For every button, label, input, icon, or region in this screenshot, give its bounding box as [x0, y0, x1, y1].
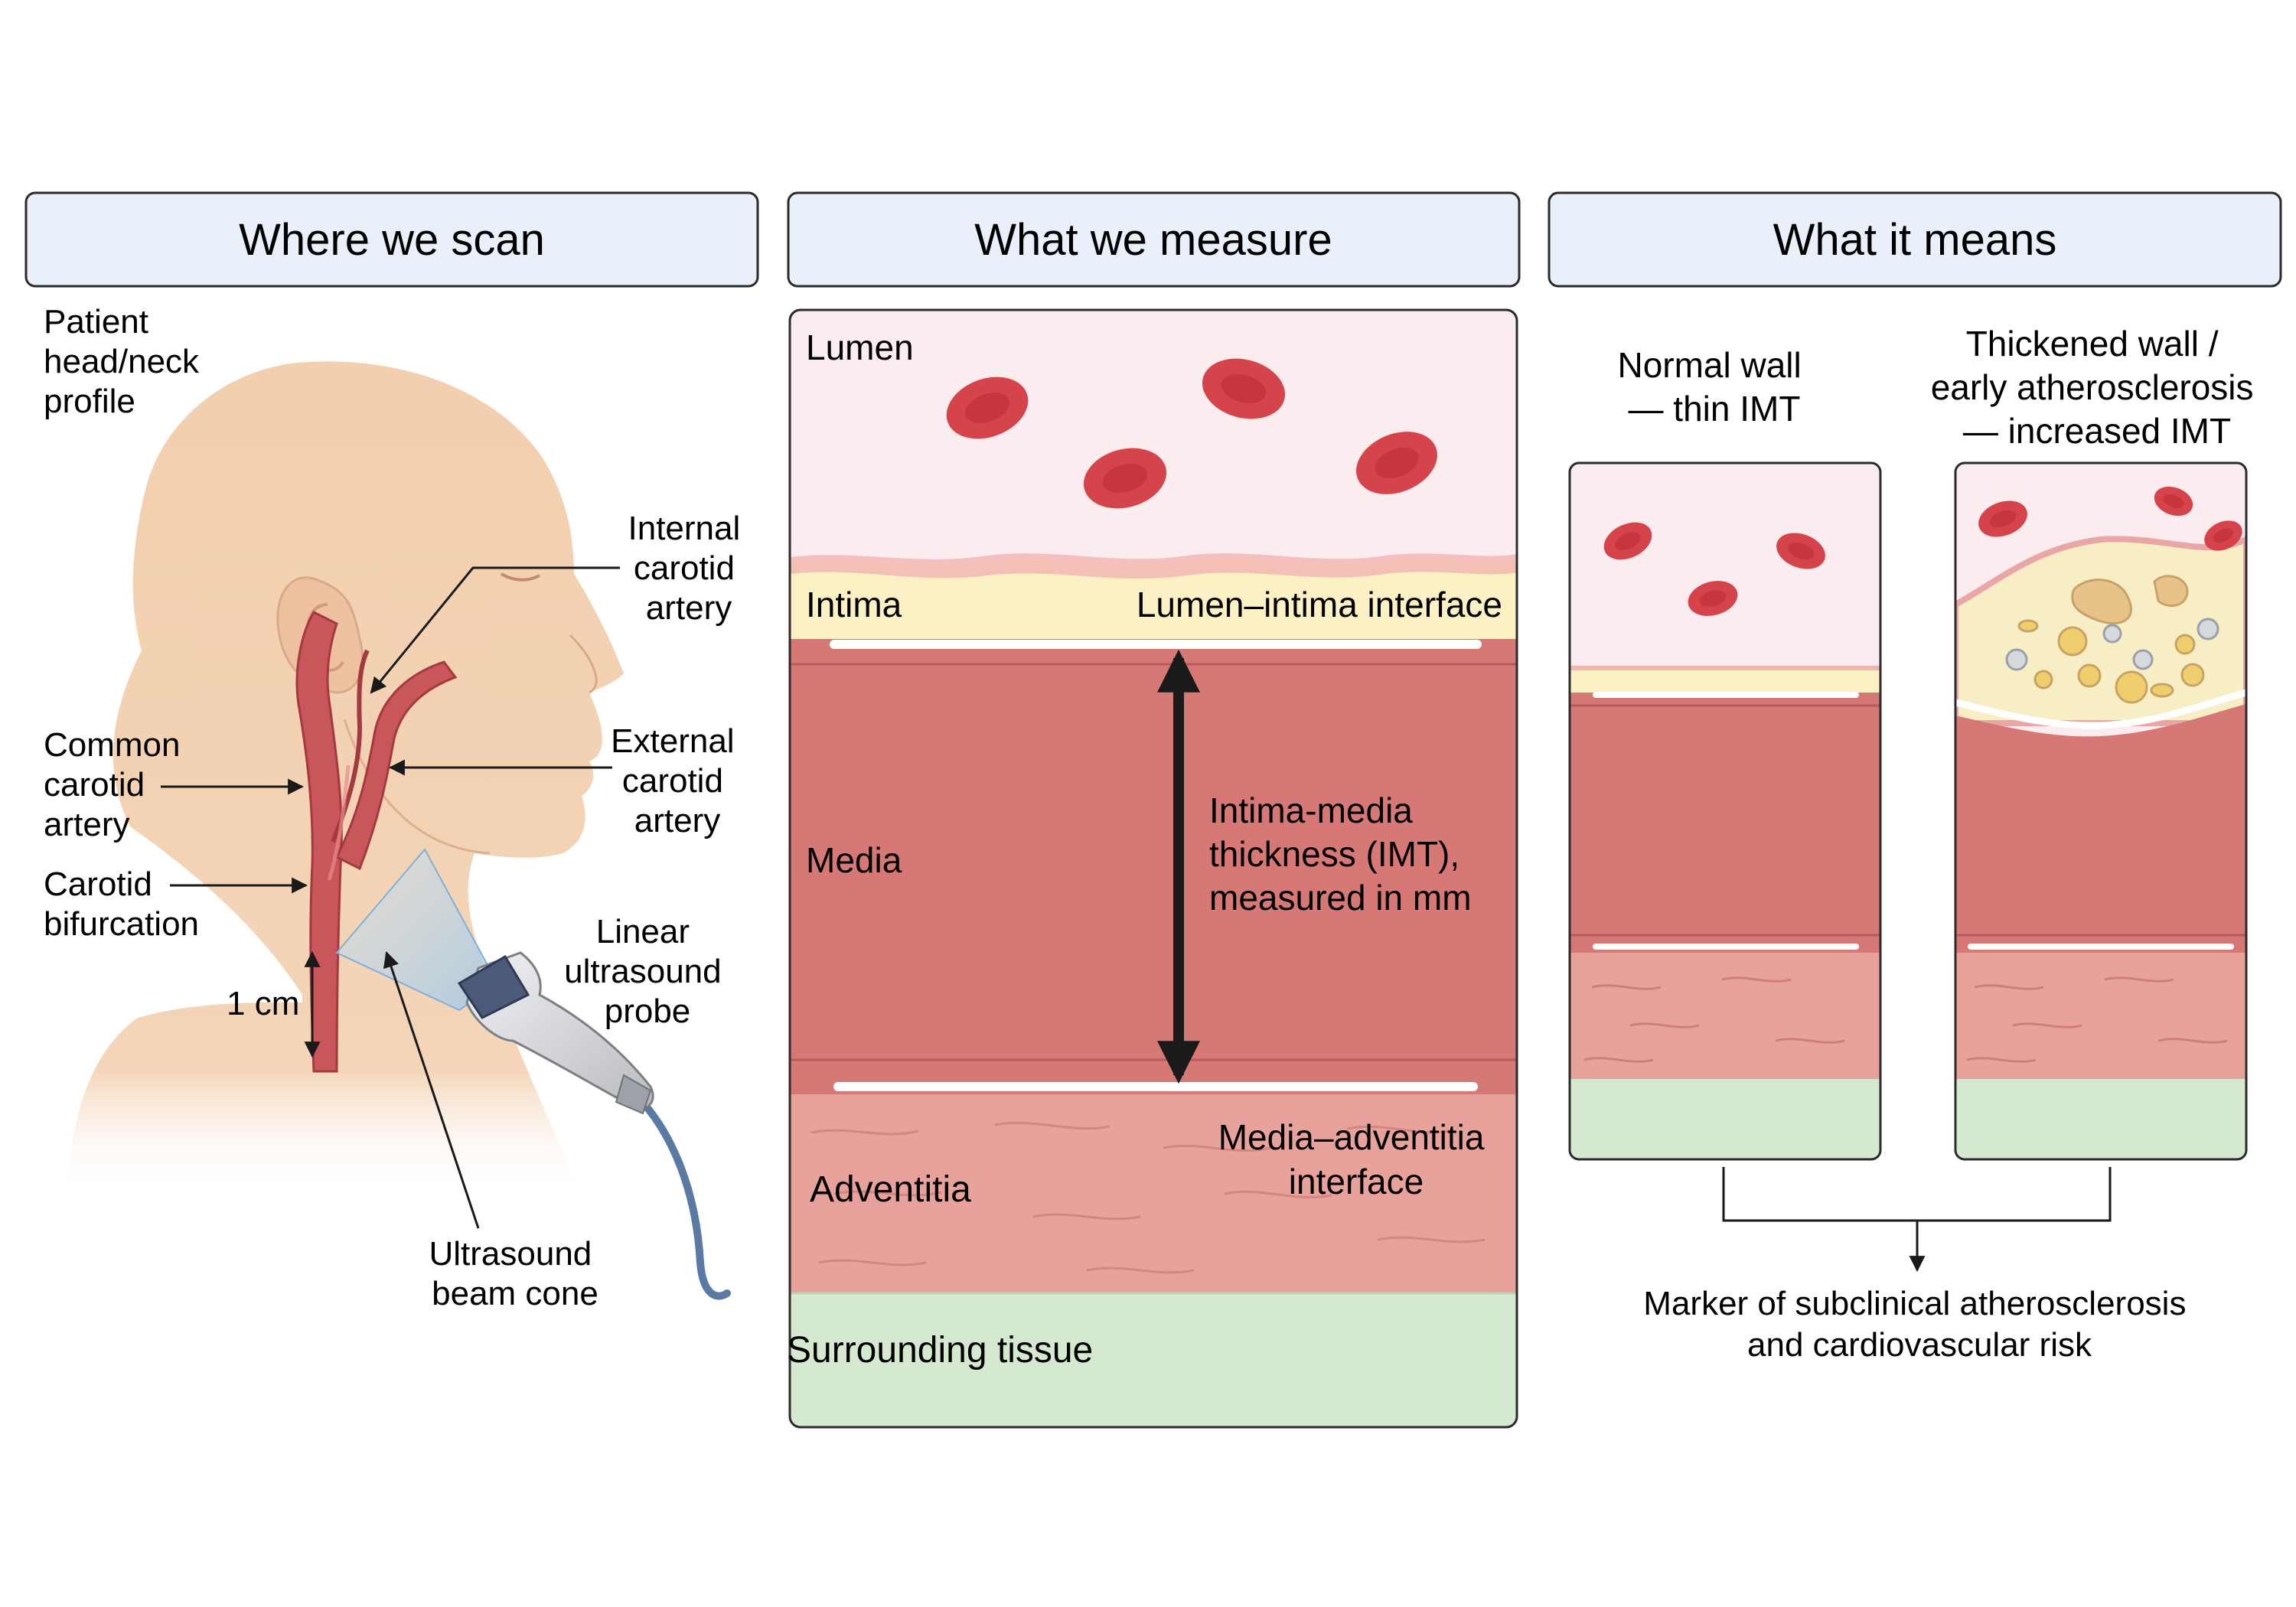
- layer-surrounding-tissue: [790, 1293, 1517, 1427]
- label-patient-line1: Patient: [44, 303, 148, 341]
- label-internal-carotid: Internal carotid artery: [628, 510, 750, 627]
- label-imt-line2: thickness (IMT),: [1209, 834, 1459, 874]
- label-patient-line3: profile: [44, 383, 135, 420]
- label-linear-probe: Linear ultrasound probe: [564, 913, 731, 1030]
- label-probe-line2: ultrasound: [564, 953, 721, 990]
- label-probe-line1: Linear: [596, 913, 690, 950]
- label-patient-line2: head/neck: [44, 343, 200, 380]
- label-lumen-intima-interface: Lumen–intima interface: [1137, 585, 1502, 624]
- panel-title-scan: Where we scan: [239, 215, 545, 265]
- plaque-inclusions: [2005, 575, 2219, 704]
- label-imt: Intima-media thickness (IMT), measured i…: [1209, 790, 1472, 918]
- red-blood-cells: [946, 358, 1437, 509]
- carotid-arteries: [295, 611, 458, 1073]
- panel-header-scan: Where we scan: [24, 191, 759, 288]
- label-probe-line3: probe: [605, 993, 691, 1030]
- measure-panel: Lumen Intima Lumen–intima interface Medi…: [787, 308, 1518, 1429]
- label-intima: Intima: [806, 585, 902, 624]
- linear-ultrasound-probe: [457, 951, 654, 1115]
- panel-title-means: What it means: [1773, 215, 2057, 265]
- thickened-wall-cross-section: [1954, 461, 2248, 1161]
- label-beam-line1: Ultrasound: [429, 1235, 592, 1273]
- panel-title-measure: What we measure: [974, 215, 1332, 265]
- external-carotid-artery: [334, 660, 458, 871]
- label-cca-line3: artery: [44, 806, 129, 843]
- label-thickened-wall: Thickened wall / early atherosclerosis —…: [1931, 324, 2264, 451]
- closed-eye: [500, 572, 540, 582]
- label-ica-line2: carotid: [634, 549, 735, 587]
- label-surrounding-tissue: Surrounding tissue: [787, 1330, 1093, 1371]
- label-common-carotid: Common carotid artery: [44, 726, 190, 843]
- normal-wall-cross-section: [1568, 461, 1882, 1161]
- label-thick-line1: Thickened wall /: [1966, 324, 2219, 363]
- scan-panel: Patient head/neck profile Internal carot…: [44, 303, 750, 1312]
- label-thick-line2: early atherosclerosis: [1931, 367, 2254, 407]
- label-normal-line2: — thin IMT: [1629, 389, 1801, 429]
- label-eca-line2: carotid: [622, 762, 723, 800]
- label-imt-line3: measured in mm: [1209, 878, 1472, 918]
- label-lumen: Lumen: [806, 328, 914, 367]
- scan-leader-lines: [161, 566, 620, 1229]
- label-beam-line2: beam cone: [432, 1275, 598, 1312]
- label-media-adventitia-interface: Media–adventitia interface: [1218, 1117, 1495, 1201]
- label-cca-line2: carotid: [44, 766, 145, 804]
- probe-cable: [631, 1090, 731, 1300]
- layer-media: [790, 639, 1517, 1094]
- label-imt-line1: Intima-media: [1209, 790, 1413, 830]
- label-conclusion: Marker of subclinical atherosclerosis an…: [1643, 1285, 2195, 1364]
- label-beam-cone: Ultrasound beam cone: [429, 1235, 601, 1312]
- label-mai-line2: interface: [1289, 1162, 1424, 1201]
- label-carotid-bifurcation: Carotid bifurcation: [44, 865, 199, 943]
- label-mai-line1: Media–adventitia: [1218, 1117, 1485, 1157]
- label-ica-line1: Internal: [628, 510, 741, 547]
- panel-header-means: What it means: [1548, 191, 2282, 288]
- label-conclusion-line2: and cardiovascular risk: [1747, 1326, 2092, 1364]
- layer-adventitia: [790, 1094, 1517, 1293]
- measure-cross-section-frame: [788, 308, 1518, 1429]
- means-panel: Normal wall — thin IMT Thickened wall / …: [1568, 324, 2264, 1364]
- label-normal-wall: Normal wall — thin IMT: [1617, 345, 1811, 429]
- label-bif-line1: Carotid: [44, 865, 152, 903]
- label-ica-line3: artery: [646, 589, 732, 627]
- label-eca-line3: artery: [634, 802, 720, 839]
- label-bif-line2: bifurcation: [44, 905, 199, 943]
- label-patient-profile: Patient head/neck profile: [44, 303, 208, 420]
- label-normal-line1: Normal wall: [1617, 345, 1801, 385]
- label-adventitia: Adventitia: [810, 1169, 971, 1210]
- label-eca-line1: External: [611, 722, 734, 760]
- label-thick-line3: — increased IMT: [1963, 411, 2231, 451]
- label-media: Media: [806, 840, 902, 880]
- label-external-carotid: External carotid artery: [611, 722, 744, 839]
- layer-intima: [790, 558, 1517, 639]
- panel-header-measure: What we measure: [787, 191, 1521, 288]
- conclusion-bracket: [1722, 1167, 2112, 1270]
- label-conclusion-line1: Marker of subclinical atherosclerosis: [1643, 1285, 2186, 1322]
- common-carotid-artery: [295, 611, 343, 1073]
- label-cca-line1: Common: [44, 726, 181, 764]
- label-scale-1cm: 1 cm: [227, 985, 299, 1022]
